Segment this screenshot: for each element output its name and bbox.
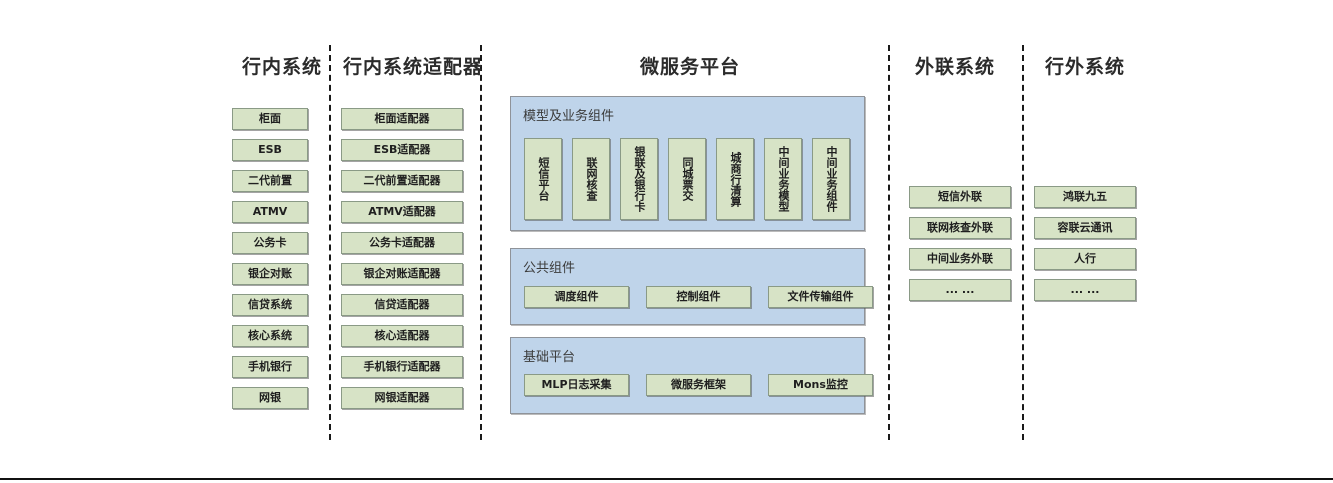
node-box-in-bank-systems-7[interactable]: 核心系统 [232, 325, 308, 347]
node-box-in-bank-adapters-5[interactable]: 银企对账适配器 [341, 263, 463, 285]
divider-1 [329, 45, 331, 440]
column-title-in-bank-adapters: 行内系统适配器 [342, 56, 483, 78]
panel-item-public-components-0[interactable]: 调度组件 [524, 286, 629, 308]
divider-2 [480, 45, 482, 440]
node-box-in-bank-adapters-1[interactable]: ESB适配器 [341, 139, 463, 161]
node-box-in-bank-systems-1[interactable]: ESB [232, 139, 308, 161]
divider-4 [1022, 45, 1024, 440]
panel-item-public-components-2[interactable]: 文件传输组件 [768, 286, 873, 308]
panel-item-model-business-components-6[interactable]: 中间业务组件 [812, 138, 850, 220]
panel-item-model-business-components-4[interactable]: 城商行清算 [716, 138, 754, 220]
node-box-external-link-systems-3[interactable]: ... ... [909, 279, 1011, 301]
node-box-in-bank-systems-5[interactable]: 银企对账 [232, 263, 308, 285]
column-title-external-link-systems: 外联系统 [914, 56, 995, 78]
column-title-in-bank-systems: 行内系统 [241, 56, 322, 78]
node-box-external-link-systems-0[interactable]: 短信外联 [909, 186, 1011, 208]
node-box-in-bank-adapters-7[interactable]: 核心适配器 [341, 325, 463, 347]
node-box-in-bank-systems-3[interactable]: ATMV [232, 201, 308, 223]
node-box-in-bank-systems-9[interactable]: 网银 [232, 387, 308, 409]
panel-title-model-business-components: 模型及业务组件 [523, 109, 615, 124]
panel-item-basic-platform-2[interactable]: Mons监控 [768, 374, 873, 396]
node-box-in-bank-adapters-2[interactable]: 二代前置适配器 [341, 170, 463, 192]
node-box-off-bank-systems-0[interactable]: 鸿联九五 [1034, 186, 1136, 208]
node-box-in-bank-systems-6[interactable]: 信贷系统 [232, 294, 308, 316]
column-title-off-bank-systems: 行外系统 [1044, 56, 1125, 78]
panel-item-basic-platform-1[interactable]: 微服务框架 [646, 374, 751, 396]
node-box-in-bank-adapters-0[interactable]: 柜面适配器 [341, 108, 463, 130]
node-box-external-link-systems-2[interactable]: 中间业务外联 [909, 248, 1011, 270]
node-box-in-bank-systems-8[interactable]: 手机银行 [232, 356, 308, 378]
node-box-in-bank-systems-2[interactable]: 二代前置 [232, 170, 308, 192]
panel-item-basic-platform-0[interactable]: MLP日志采集 [524, 374, 629, 396]
platform-title: 微服务平台 [639, 56, 740, 78]
panel-title-basic-platform: 基础平台 [523, 350, 576, 365]
divider-3 [888, 45, 890, 440]
node-box-in-bank-adapters-9[interactable]: 网银适配器 [341, 387, 463, 409]
node-box-in-bank-systems-4[interactable]: 公务卡 [232, 232, 308, 254]
panel-item-model-business-components-3[interactable]: 同城票交 [668, 138, 706, 220]
node-box-in-bank-adapters-8[interactable]: 手机银行适配器 [341, 356, 463, 378]
panel-item-model-business-components-0[interactable]: 短信平台 [524, 138, 562, 220]
node-box-off-bank-systems-3[interactable]: ... ... [1034, 279, 1136, 301]
node-box-off-bank-systems-1[interactable]: 容联云通讯 [1034, 217, 1136, 239]
node-box-off-bank-systems-2[interactable]: 人行 [1034, 248, 1136, 270]
panel-item-model-business-components-2[interactable]: 银联及银行卡 [620, 138, 658, 220]
panel-item-model-business-components-5[interactable]: 中间业务模型 [764, 138, 802, 220]
node-box-in-bank-adapters-6[interactable]: 信贷适配器 [341, 294, 463, 316]
bottom-divider-rule [0, 478, 1333, 480]
node-box-in-bank-systems-0[interactable]: 柜面 [232, 108, 308, 130]
node-box-in-bank-adapters-3[interactable]: ATMV适配器 [341, 201, 463, 223]
panel-item-public-components-1[interactable]: 控制组件 [646, 286, 751, 308]
node-box-in-bank-adapters-4[interactable]: 公务卡适配器 [341, 232, 463, 254]
panel-title-public-components: 公共组件 [523, 261, 576, 276]
node-box-external-link-systems-1[interactable]: 联网核查外联 [909, 217, 1011, 239]
panel-item-model-business-components-1[interactable]: 联网核查 [572, 138, 610, 220]
